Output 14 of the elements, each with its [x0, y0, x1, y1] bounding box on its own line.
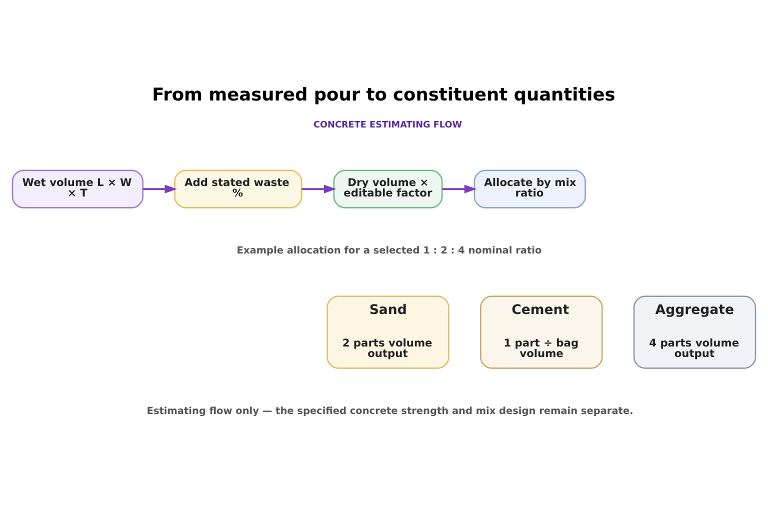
caption: Estimating flow only — the specified concrete strength and mix design remain separate.	[146, 406, 634, 418]
node-box: Add stated waste %	[174, 170, 302, 208]
arrow	[302, 184, 336, 194]
arrow	[142, 184, 178, 194]
diagram-title: From measured pour to constituent quantities	[152, 85, 616, 106]
node-box: Wet volume L × W × T	[12, 170, 144, 208]
label: CONCRETE ESTIMATING FLOW	[314, 120, 462, 130]
node-box: Aggregate 4 parts volume output	[633, 296, 756, 369]
node-box: Cement 1 part ÷ bag volume	[480, 296, 603, 369]
node-box: Allocate by mix ratio	[474, 170, 586, 208]
arrow	[442, 184, 477, 194]
label: Example allocation for a selected 1 : 2 : 4 nominal ratio	[236, 246, 542, 257]
node-box: Sand 2 parts volume output	[326, 296, 450, 369]
node-box: Dry volume × editable factor	[333, 170, 443, 208]
